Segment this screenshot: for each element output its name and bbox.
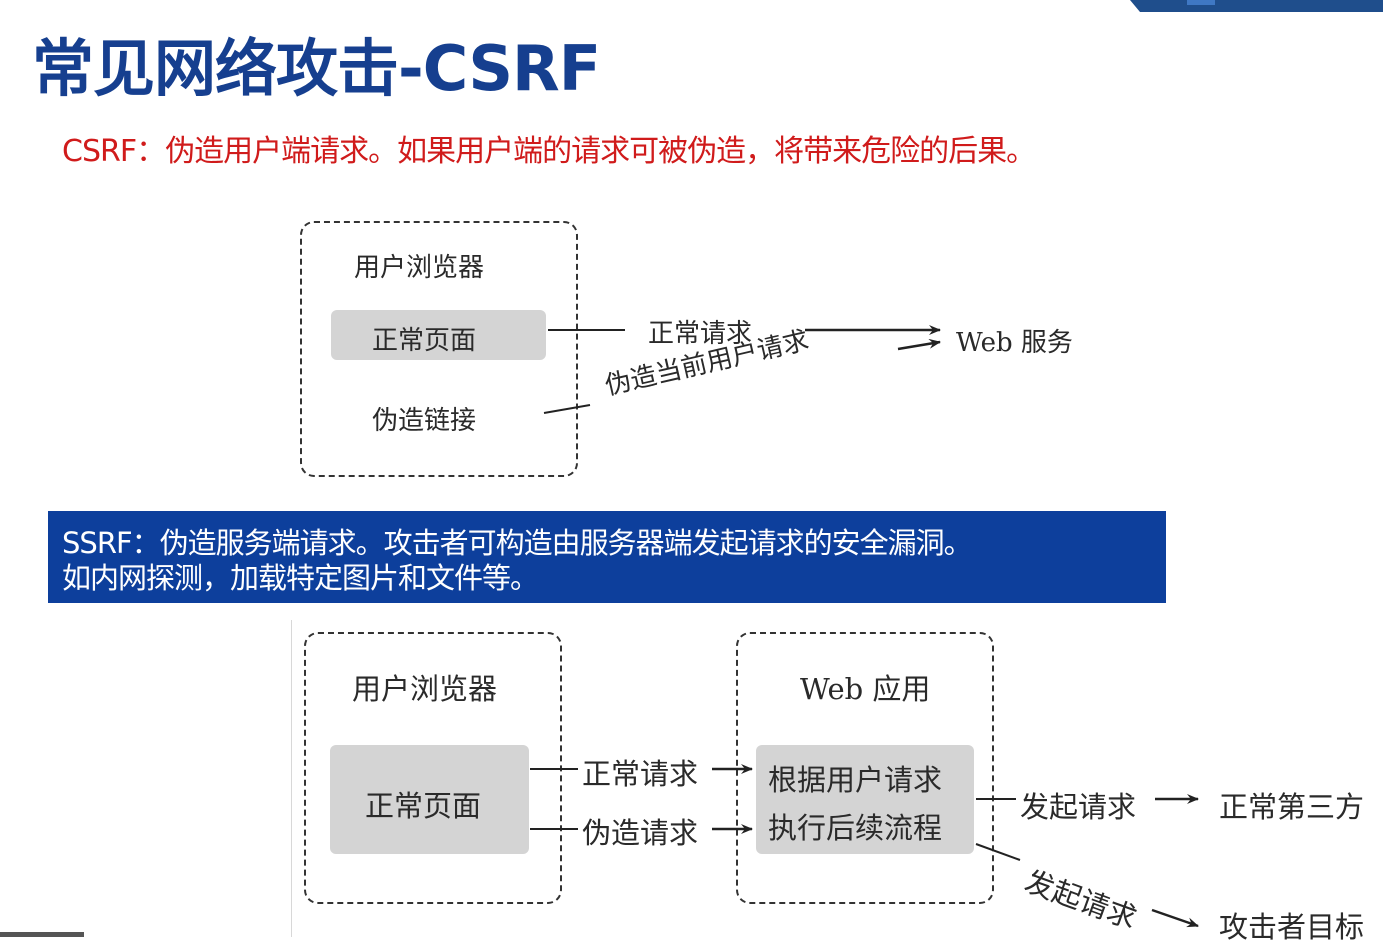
csrf-browser-label: 用户浏览器 [354, 253, 485, 283]
ssrf-process-line2: 执行后续流程 [768, 811, 943, 845]
ssrf-definition-line1: SSRF：伪造服务端请求。攻击者可构造由服务器端发起请求的安全漏洞。 [62, 526, 973, 560]
csrf-browser-box [300, 221, 578, 477]
ssrf-normal-request-label: 正常请求 [582, 757, 699, 791]
csrf-web-service-label: Web 服务 [956, 328, 1073, 358]
csrf-normal-page-label: 正常页面 [372, 326, 477, 356]
csrf-forged-line-right [897, 338, 941, 351]
ssrf-normal-third-party-label: 正常第三方 [1219, 790, 1365, 824]
ssrf-definition-line2: 如内网探测，加载特定图片和文件等。 [62, 561, 539, 595]
csrf-forged-line-left [543, 404, 591, 414]
slide-title: 常见网络攻击-CSRF [32, 32, 601, 105]
slide-top-accent-bar [1130, 0, 1383, 12]
ssrf-normal-page-box [330, 745, 529, 854]
ssrf-attack-line-left [975, 843, 1021, 861]
bottom-corner-bar [0, 932, 84, 937]
csrf-definition: CSRF：伪造用户端请求。如果用户端的请求可被伪造，将带来危险的后果。 [62, 134, 1036, 169]
accent-notch [1187, 0, 1215, 5]
ssrf-send-request-label-1: 发起请求 [1020, 790, 1137, 824]
ssrf-process-box [756, 745, 974, 854]
ssrf-webapp-label: Web 应用 [800, 672, 931, 706]
ssrf-forged-request-label: 伪造请求 [582, 816, 699, 850]
csrf-normal-page-box [331, 310, 546, 360]
ssrf-attack-line-right [1151, 908, 1199, 928]
csrf-normal-request-label: 正常请求 [648, 319, 753, 349]
divider-line [291, 620, 292, 937]
ssrf-browser-label: 用户浏览器 [352, 672, 498, 706]
ssrf-normal-page-label: 正常页面 [365, 789, 482, 823]
csrf-forged-link-label: 伪造链接 [372, 406, 477, 436]
ssrf-process-line1: 根据用户请求 [768, 763, 943, 797]
ssrf-definition-box: SSRF：伪造服务端请求。攻击者可构造由服务器端发起请求的安全漏洞。 如内网探测… [48, 511, 1166, 603]
